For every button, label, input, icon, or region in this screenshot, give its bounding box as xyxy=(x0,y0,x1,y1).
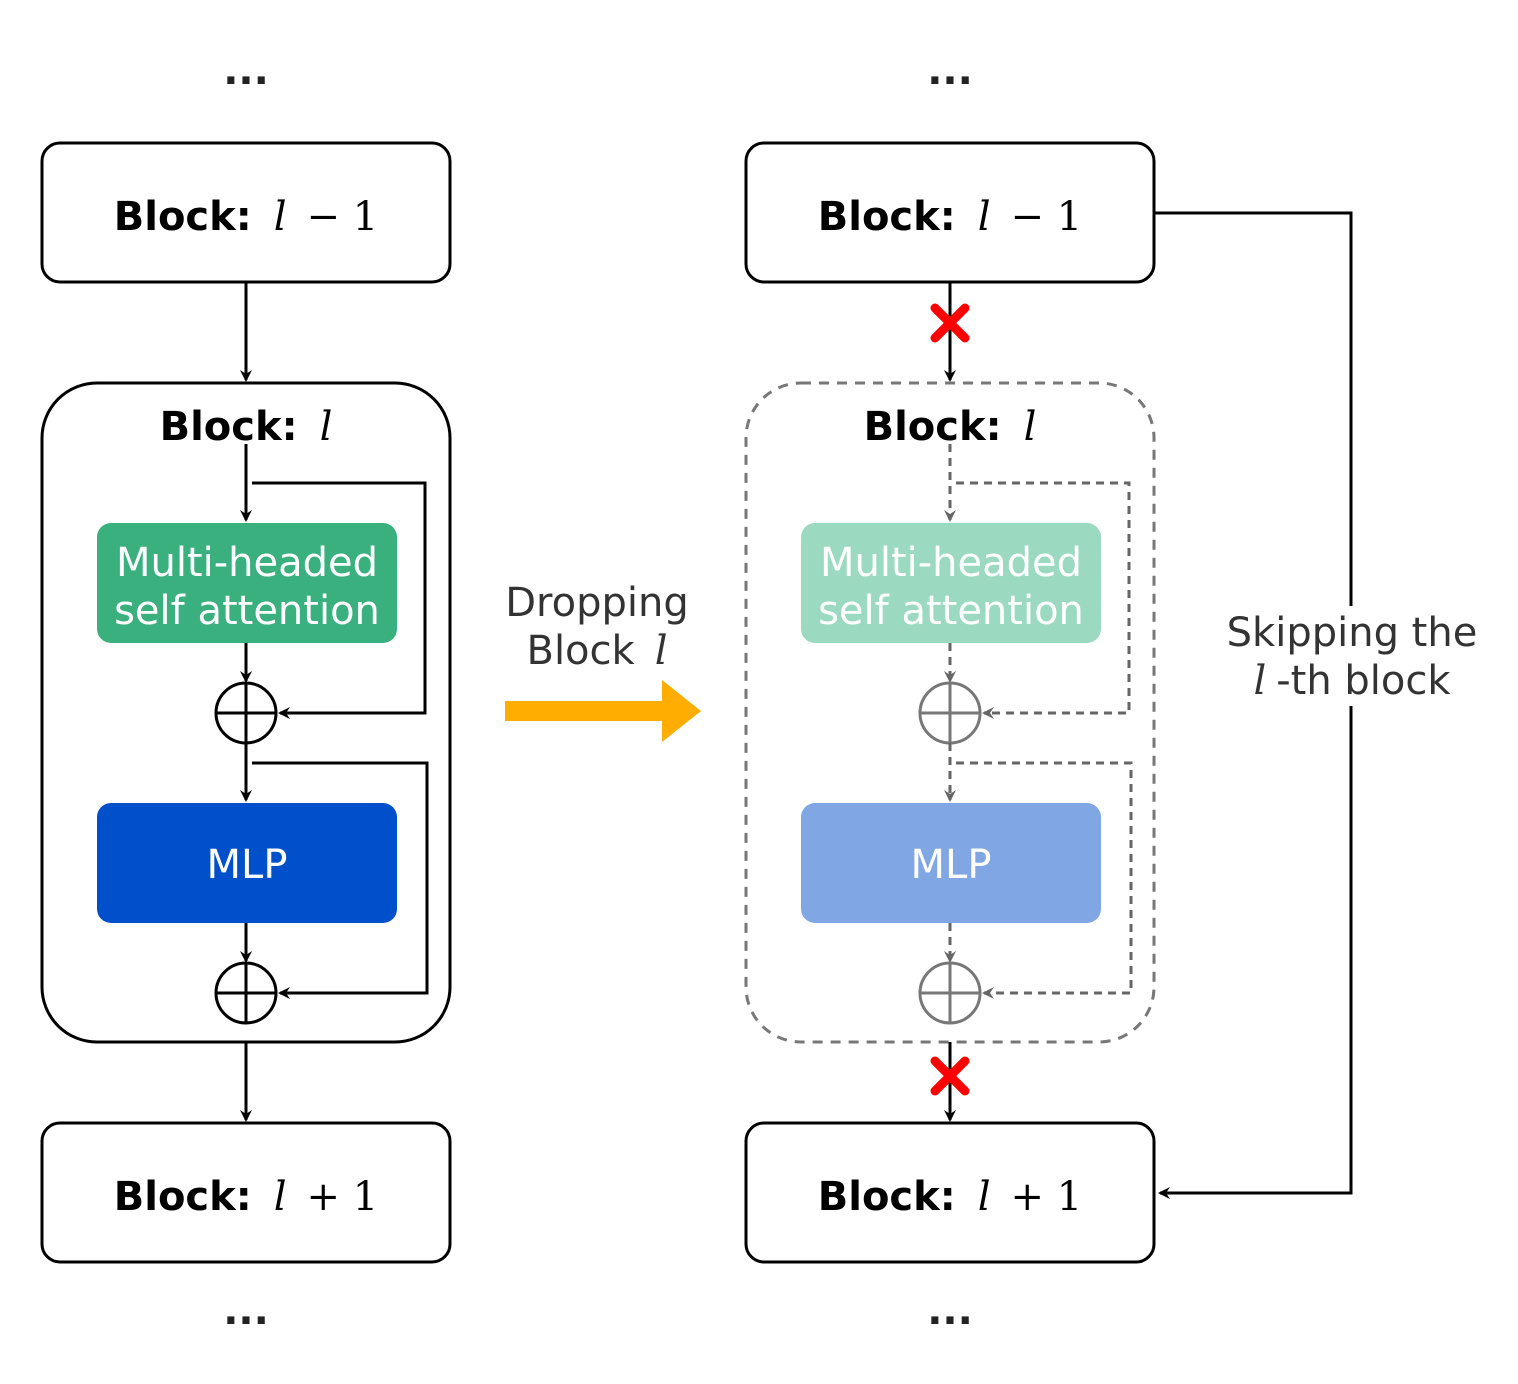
block-prefix: Block: xyxy=(818,1174,956,1220)
plus-one: + 1 xyxy=(307,1174,379,1220)
dropping-line2: Block l xyxy=(527,628,668,674)
ellipsis-top-left: ... xyxy=(223,48,269,94)
residual-2-left xyxy=(252,761,429,999)
dashed-residual-1-right xyxy=(956,481,1131,719)
var-l: l xyxy=(655,628,668,674)
block-l-minus-1-left-label: Block: l − 1 xyxy=(114,194,378,240)
mhsa-box-left xyxy=(97,523,397,643)
block-prefix: Block: xyxy=(818,194,956,240)
mhsa-right-line2: self attention xyxy=(818,588,1084,634)
add-node-1-left xyxy=(214,681,278,745)
residual-1-left xyxy=(252,481,427,719)
var-l: l xyxy=(1024,404,1037,450)
skip-line1: Skipping the xyxy=(1227,610,1478,656)
skip-label-background xyxy=(1226,606,1482,706)
dropping-line1: Dropping xyxy=(505,580,688,626)
block-l-minus-1-right-label: Block: l − 1 xyxy=(818,194,1082,240)
plus-one: + 1 xyxy=(1011,1174,1083,1220)
add-node-2-right xyxy=(918,961,982,1025)
mhsa-right-line1: Multi-headed xyxy=(820,540,1082,586)
cross-mark-top xyxy=(930,303,970,343)
mlp-right-label: MLP xyxy=(911,842,992,888)
block-l-plus-1-right xyxy=(744,1121,1156,1264)
block-prefix: Block: xyxy=(864,404,1002,450)
minus-one: − 1 xyxy=(307,194,379,240)
add-node-2-left xyxy=(214,961,278,1025)
add-node-1-right xyxy=(918,681,982,745)
dropping-block-word: Block xyxy=(527,628,636,674)
block-prefix: Block: xyxy=(114,194,252,240)
mlp-box-right xyxy=(801,803,1101,923)
block-prefix: Block: xyxy=(114,1174,252,1220)
var-l: l xyxy=(978,1174,991,1220)
ellipsis-bottom-left: ... xyxy=(223,1288,269,1334)
block-l-left-title: Block: l xyxy=(160,404,333,450)
var-l: l xyxy=(320,404,333,450)
var-l: l xyxy=(978,194,991,240)
block-prefix: Block: xyxy=(160,404,298,450)
mlp-left-label: MLP xyxy=(207,842,288,888)
block-l-right-title: Block: l xyxy=(864,404,1037,450)
ellipsis-top-right: ... xyxy=(927,48,973,94)
block-l-plus-1-right-label: Block: l + 1 xyxy=(818,1174,1082,1220)
block-l-plus-1-left xyxy=(40,1121,452,1264)
mhsa-left-line1: Multi-headed xyxy=(116,540,378,586)
mhsa-box-right xyxy=(801,523,1101,643)
cross-mark-bottom xyxy=(930,1056,970,1096)
var-l: l xyxy=(1253,658,1266,704)
mlp-box-left xyxy=(97,803,397,923)
block-l-plus-1-left-label: Block: l + 1 xyxy=(114,1174,378,1220)
minus-one: − 1 xyxy=(1011,194,1083,240)
var-l: l xyxy=(274,1174,287,1220)
mhsa-left-line2: self attention xyxy=(114,588,380,634)
skip-line2-suffix: -th block xyxy=(1276,658,1451,704)
ellipsis-bottom-right: ... xyxy=(927,1288,973,1334)
skip-line2: l -th block xyxy=(1253,658,1451,704)
var-l: l xyxy=(274,194,287,240)
dashed-residual-2-right xyxy=(956,761,1133,999)
dropping-arrow xyxy=(505,680,701,742)
